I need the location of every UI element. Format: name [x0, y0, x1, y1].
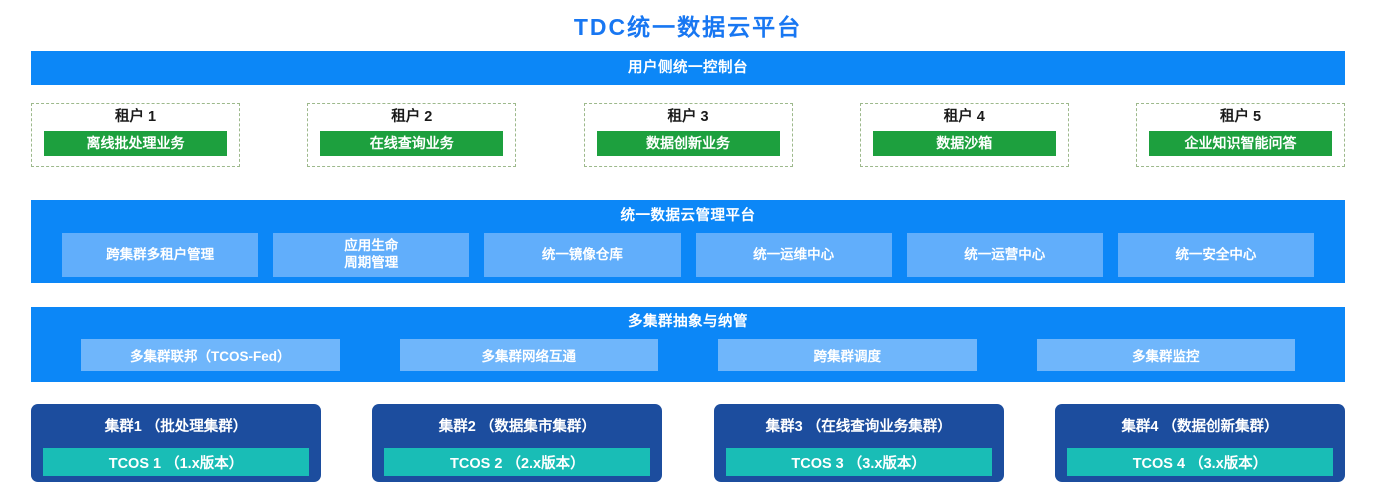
- tenant-name: 租户 3: [667, 109, 709, 125]
- management-item-security-center[interactable]: 统一安全中心: [1117, 233, 1315, 277]
- tenant-service-tag[interactable]: 离线批处理业务: [44, 130, 227, 156]
- cluster-abstraction-title: 多集群抽象与纳管: [628, 314, 748, 330]
- user-console-title: 用户侧统一控制台: [628, 60, 748, 76]
- tenant-card-1[interactable]: 租户 1 离线批处理业务: [31, 103, 240, 167]
- cluster-name: 集群2 （数据集市集群）: [438, 419, 596, 435]
- management-item-image-registry[interactable]: 统一镜像仓库: [484, 233, 681, 277]
- tenant-name: 租户 5: [1219, 109, 1262, 125]
- management-platform-title: 统一数据云管理平台: [620, 208, 756, 224]
- management-item-app-lifecycle[interactable]: 应用生命 周期管理: [273, 233, 470, 277]
- cluster-version-badge: TCOS 2 （2.x版本）: [384, 448, 651, 476]
- cluster-name: 集群3 （在线查询业务集群）: [765, 419, 952, 435]
- management-item-list: 跨集群多租户管理 应用生命 周期管理 统一镜像仓库 统一运维中心 统一运营中心 …: [31, 233, 1345, 277]
- tenant-name: 租户 1: [114, 109, 157, 125]
- management-platform-layer: 统一数据云管理平台 跨集群多租户管理 应用生命 周期管理 统一镜像仓库 统一运维…: [31, 200, 1345, 283]
- tenant-row: 租户 1 离线批处理业务 租户 2 在线查询业务 租户 3 数据创新业务 租户 …: [31, 103, 1345, 167]
- tenant-name: 租户 2: [391, 109, 433, 125]
- tenant-service-tag[interactable]: 企业知识智能问答: [1149, 130, 1332, 156]
- cluster-card-4[interactable]: 集群4 （数据创新集群） TCOS 4 （3.x版本）: [1054, 404, 1345, 482]
- cluster-card-1[interactable]: 集群1 （批处理集群） TCOS 1 （1.x版本）: [31, 404, 321, 482]
- tenant-service-tag[interactable]: 数据创新业务: [596, 130, 780, 156]
- abstraction-item-network[interactable]: 多集群网络互通: [399, 339, 658, 371]
- cluster-abstraction-item-list: 多集群联邦（TCOS-Fed） 多集群网络互通 跨集群调度 多集群监控: [31, 338, 1345, 372]
- abstraction-item-federation[interactable]: 多集群联邦（TCOS-Fed）: [81, 339, 340, 371]
- management-item-operations-center[interactable]: 统一运营中心: [906, 233, 1103, 277]
- management-item-ops-center[interactable]: 统一运维中心: [695, 233, 892, 277]
- tenant-card-4[interactable]: 租户 4 数据沙箱: [859, 103, 1069, 167]
- tenant-name: 租户 4: [943, 109, 985, 125]
- cluster-version-badge: TCOS 3 （3.x版本）: [725, 448, 992, 476]
- tenant-service-tag[interactable]: 数据沙箱: [872, 130, 1056, 156]
- cluster-abstraction-layer: 多集群抽象与纳管 多集群联邦（TCOS-Fed） 多集群网络互通 跨集群调度 多…: [31, 307, 1345, 382]
- cluster-card-2[interactable]: 集群2 （数据集市集群） TCOS 2 （2.x版本）: [372, 404, 663, 482]
- page-title: TDC统一数据云平台: [573, 14, 803, 40]
- abstraction-item-monitoring[interactable]: 多集群监控: [1036, 339, 1295, 371]
- management-item-multi-tenant[interactable]: 跨集群多租户管理: [62, 233, 259, 277]
- cluster-name: 集群4 （数据创新集群）: [1121, 419, 1279, 435]
- user-console-layer: 用户侧统一控制台: [31, 51, 1345, 85]
- tenant-service-tag[interactable]: 在线查询业务: [320, 130, 504, 156]
- cluster-row: 集群1 （批处理集群） TCOS 1 （1.x版本） 集群2 （数据集市集群） …: [31, 404, 1345, 486]
- cluster-version-badge: TCOS 1 （1.x版本）: [43, 448, 309, 476]
- cluster-version-badge: TCOS 4 （3.x版本）: [1066, 448, 1333, 476]
- tenant-card-5[interactable]: 租户 5 企业知识智能问答: [1136, 103, 1345, 167]
- cluster-name: 集群1 （批处理集群）: [104, 419, 248, 435]
- cluster-card-3[interactable]: 集群3 （在线查询业务集群） TCOS 3 （3.x版本）: [713, 404, 1004, 482]
- abstraction-item-scheduling[interactable]: 跨集群调度: [718, 339, 977, 371]
- tenant-card-3[interactable]: 租户 3 数据创新业务: [583, 103, 793, 167]
- tenant-card-2[interactable]: 租户 2 在线查询业务: [307, 103, 517, 167]
